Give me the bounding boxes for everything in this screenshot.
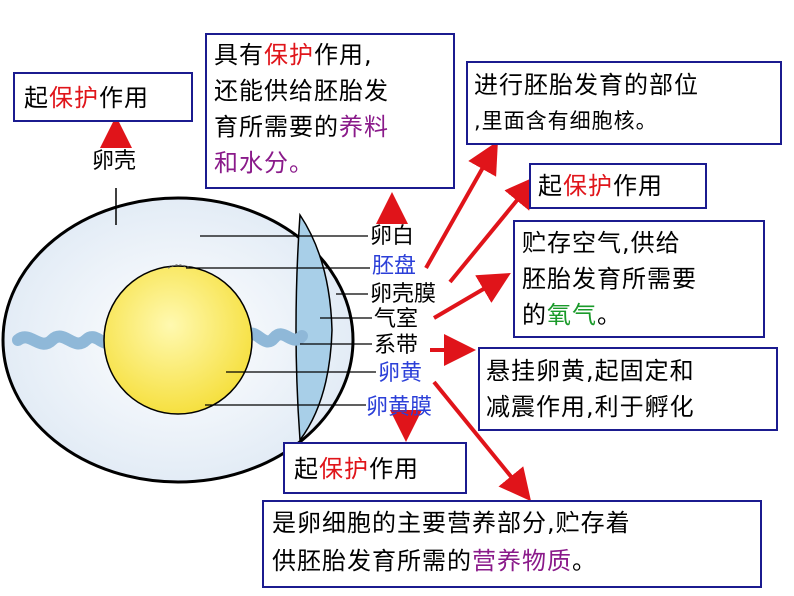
yolk-membrane-function-text: 起保护作用 <box>294 455 419 483</box>
albumen-function-box <box>205 33 455 189</box>
germinal-disc <box>167 264 191 269</box>
chalaza-function-line2: 减震作用,利于孵化 <box>486 393 695 421</box>
albumen-function-line3: 育所需要的养料 <box>214 113 389 141</box>
shell-membrane-function-box <box>529 163 707 209</box>
air-cell-function-box <box>513 220 765 338</box>
label-yolk: 卵黄 <box>378 361 423 386</box>
yolk <box>103 265 253 415</box>
yolk-function-line1: 是卵细胞的主要营养部分,贮存着 <box>272 509 631 537</box>
label-air-cell: 气室 <box>374 307 419 332</box>
label-chalaza: 系带 <box>374 333 419 358</box>
chalaza-function-box <box>478 347 778 431</box>
germinal-disc-function-box <box>466 61 782 145</box>
label-shell-membrane: 卵壳膜 <box>370 282 437 307</box>
chalaza-right <box>240 327 308 348</box>
yolk-function-line2: 供胚胎发育所需的营养物质。 <box>272 547 597 575</box>
chalaza-function-line1: 悬挂卵黄,起固定和 <box>486 357 695 385</box>
label-germinal-disc: 胚盘 <box>372 254 417 279</box>
yolk-function-box <box>262 500 762 588</box>
label-shell: 卵壳 <box>92 149 137 174</box>
albumen-function-line4: 和水分。 <box>214 149 314 177</box>
albumen-function-line2: 还能供给胚胎发 <box>214 77 389 105</box>
germinal-disc-function-line2: ,里面含有细胞核。 <box>474 109 658 133</box>
shell-membrane-function-text: 起保护作用 <box>538 172 663 200</box>
yolk-membrane-function-box <box>283 442 467 494</box>
shell-function-box <box>13 72 193 122</box>
albumen-function-line1: 具有保护作用, <box>214 41 373 69</box>
air-cell <box>295 212 333 443</box>
label-yolk-membrane: 卵黄膜 <box>366 395 433 420</box>
chalaza-left <box>12 330 118 350</box>
shell-function-text: 起保护作用 <box>24 84 149 112</box>
air-cell-function-line1: 贮存空气,供给 <box>522 229 681 257</box>
germinal-disc-function-line1: 进行胚胎发育的部位 <box>474 71 699 99</box>
air-cell-function-line2: 胚胎发育所需要 <box>522 265 697 293</box>
label-albumen: 卵白 <box>370 224 415 249</box>
air-cell-function-line3: 的氧气。 <box>522 301 622 329</box>
